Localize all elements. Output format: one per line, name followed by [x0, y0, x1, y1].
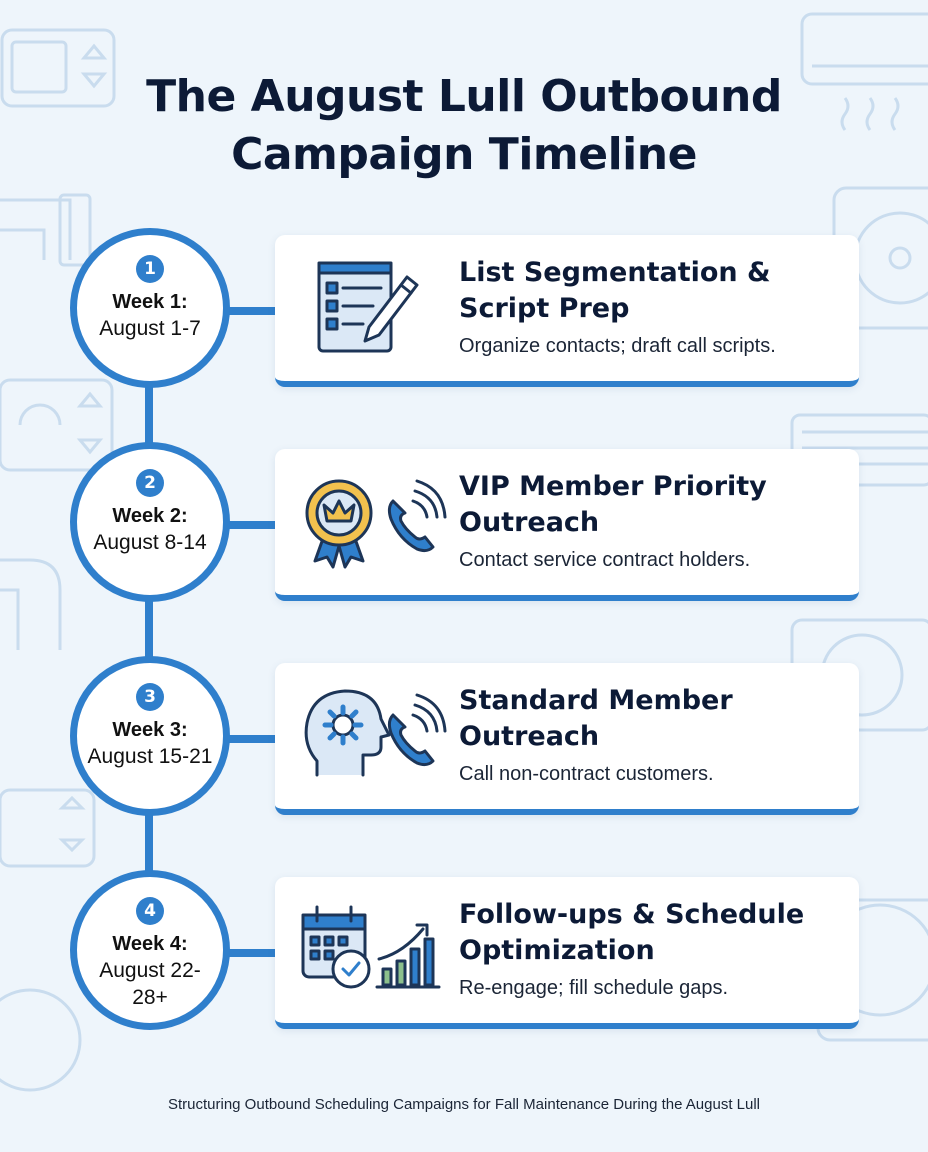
step-number-badge: 2: [136, 469, 164, 497]
timeline-week-1: 1 Week 1: August 1-7 List Segmentation &…: [0, 228, 928, 428]
timeline-connector: [220, 735, 278, 743]
step-description: Re-engage; fill schedule gaps.: [459, 977, 729, 999]
pipe-icon-2: [0, 558, 62, 650]
head-gear-phone-icon: [304, 689, 447, 777]
step-description: Call non-contract customers.: [459, 763, 714, 785]
timeline-connector: [220, 949, 278, 957]
title-line-1: The August Lull Outbound: [146, 71, 782, 122]
thermostat-icon-3: [0, 788, 96, 868]
timeline-week-4: 4 Week 4: August 22-28+: [0, 870, 928, 1070]
step-title: Follow-ups & Schedule Optimization: [459, 899, 805, 966]
week-dates: August 1-7: [99, 317, 201, 340]
award-badge-phone-icon: [305, 479, 447, 569]
week-label: Week 2:: [112, 505, 188, 527]
step-number-badge: 4: [136, 897, 164, 925]
thermostat-icon-2: [0, 378, 114, 472]
timeline-spine: [145, 330, 153, 960]
week-label: Week 1:: [112, 291, 188, 313]
step-number-badge: 1: [136, 255, 164, 283]
step-title: List Segmentation & Script Prep: [459, 257, 771, 324]
week-label: Week 4:: [112, 933, 188, 955]
step-title: VIP Member Priority Outreach: [459, 471, 767, 538]
timeline-week-3: 3 Week 3: August 15-21 Standard Member O…: [0, 656, 928, 856]
pipe-icon: [0, 198, 72, 260]
footer-caption: Structuring Outbound Scheduling Campaign…: [167, 1096, 761, 1113]
week-label: Week 3:: [112, 719, 188, 741]
week-circle: 1 Week 1: August 1-7: [70, 228, 230, 388]
step-description: Contact service contract holders.: [459, 549, 751, 571]
step-number-badge: 3: [136, 683, 164, 711]
step-title: Standard Member Outreach: [459, 685, 733, 752]
step-card: List Segmentation & Script Prep Organize…: [275, 235, 859, 387]
step-description: Organize contacts; draft call scripts.: [459, 335, 776, 357]
week-circle: 3 Week 3: August 15-21: [70, 656, 230, 816]
week-dates: August 8-14: [93, 531, 207, 554]
week-dates: August 15-21: [87, 745, 213, 768]
calendar-growth-chart-icon: [301, 905, 441, 989]
timeline-connector: [220, 307, 278, 315]
week-circle: 2 Week 2: August 8-14: [70, 442, 230, 602]
week-circle: 4 Week 4: August 22-28+: [70, 870, 230, 1030]
timeline-connector: [220, 521, 278, 529]
step-card: Standard Member Outreach Call non-contra…: [275, 663, 859, 815]
page-title: The August Lull Outbound Campaign Timeli…: [0, 68, 928, 184]
title-line-2: Campaign Timeline: [231, 129, 697, 180]
thermostat-icon: [0, 28, 116, 108]
fan-icon-3: [0, 988, 82, 1092]
ac-unit-icon: [800, 12, 928, 86]
step-card: VIP Member Priority Outreach Contact ser…: [275, 449, 859, 601]
week-dates: August 22-28+: [99, 959, 201, 1009]
timeline-week-2: 2 Week 2: August 8-14 VIP Member Priorit…: [0, 442, 928, 642]
checklist-pencil-icon: [317, 261, 419, 353]
step-card: Follow-ups & Schedule Optimization Re-en…: [275, 877, 859, 1029]
